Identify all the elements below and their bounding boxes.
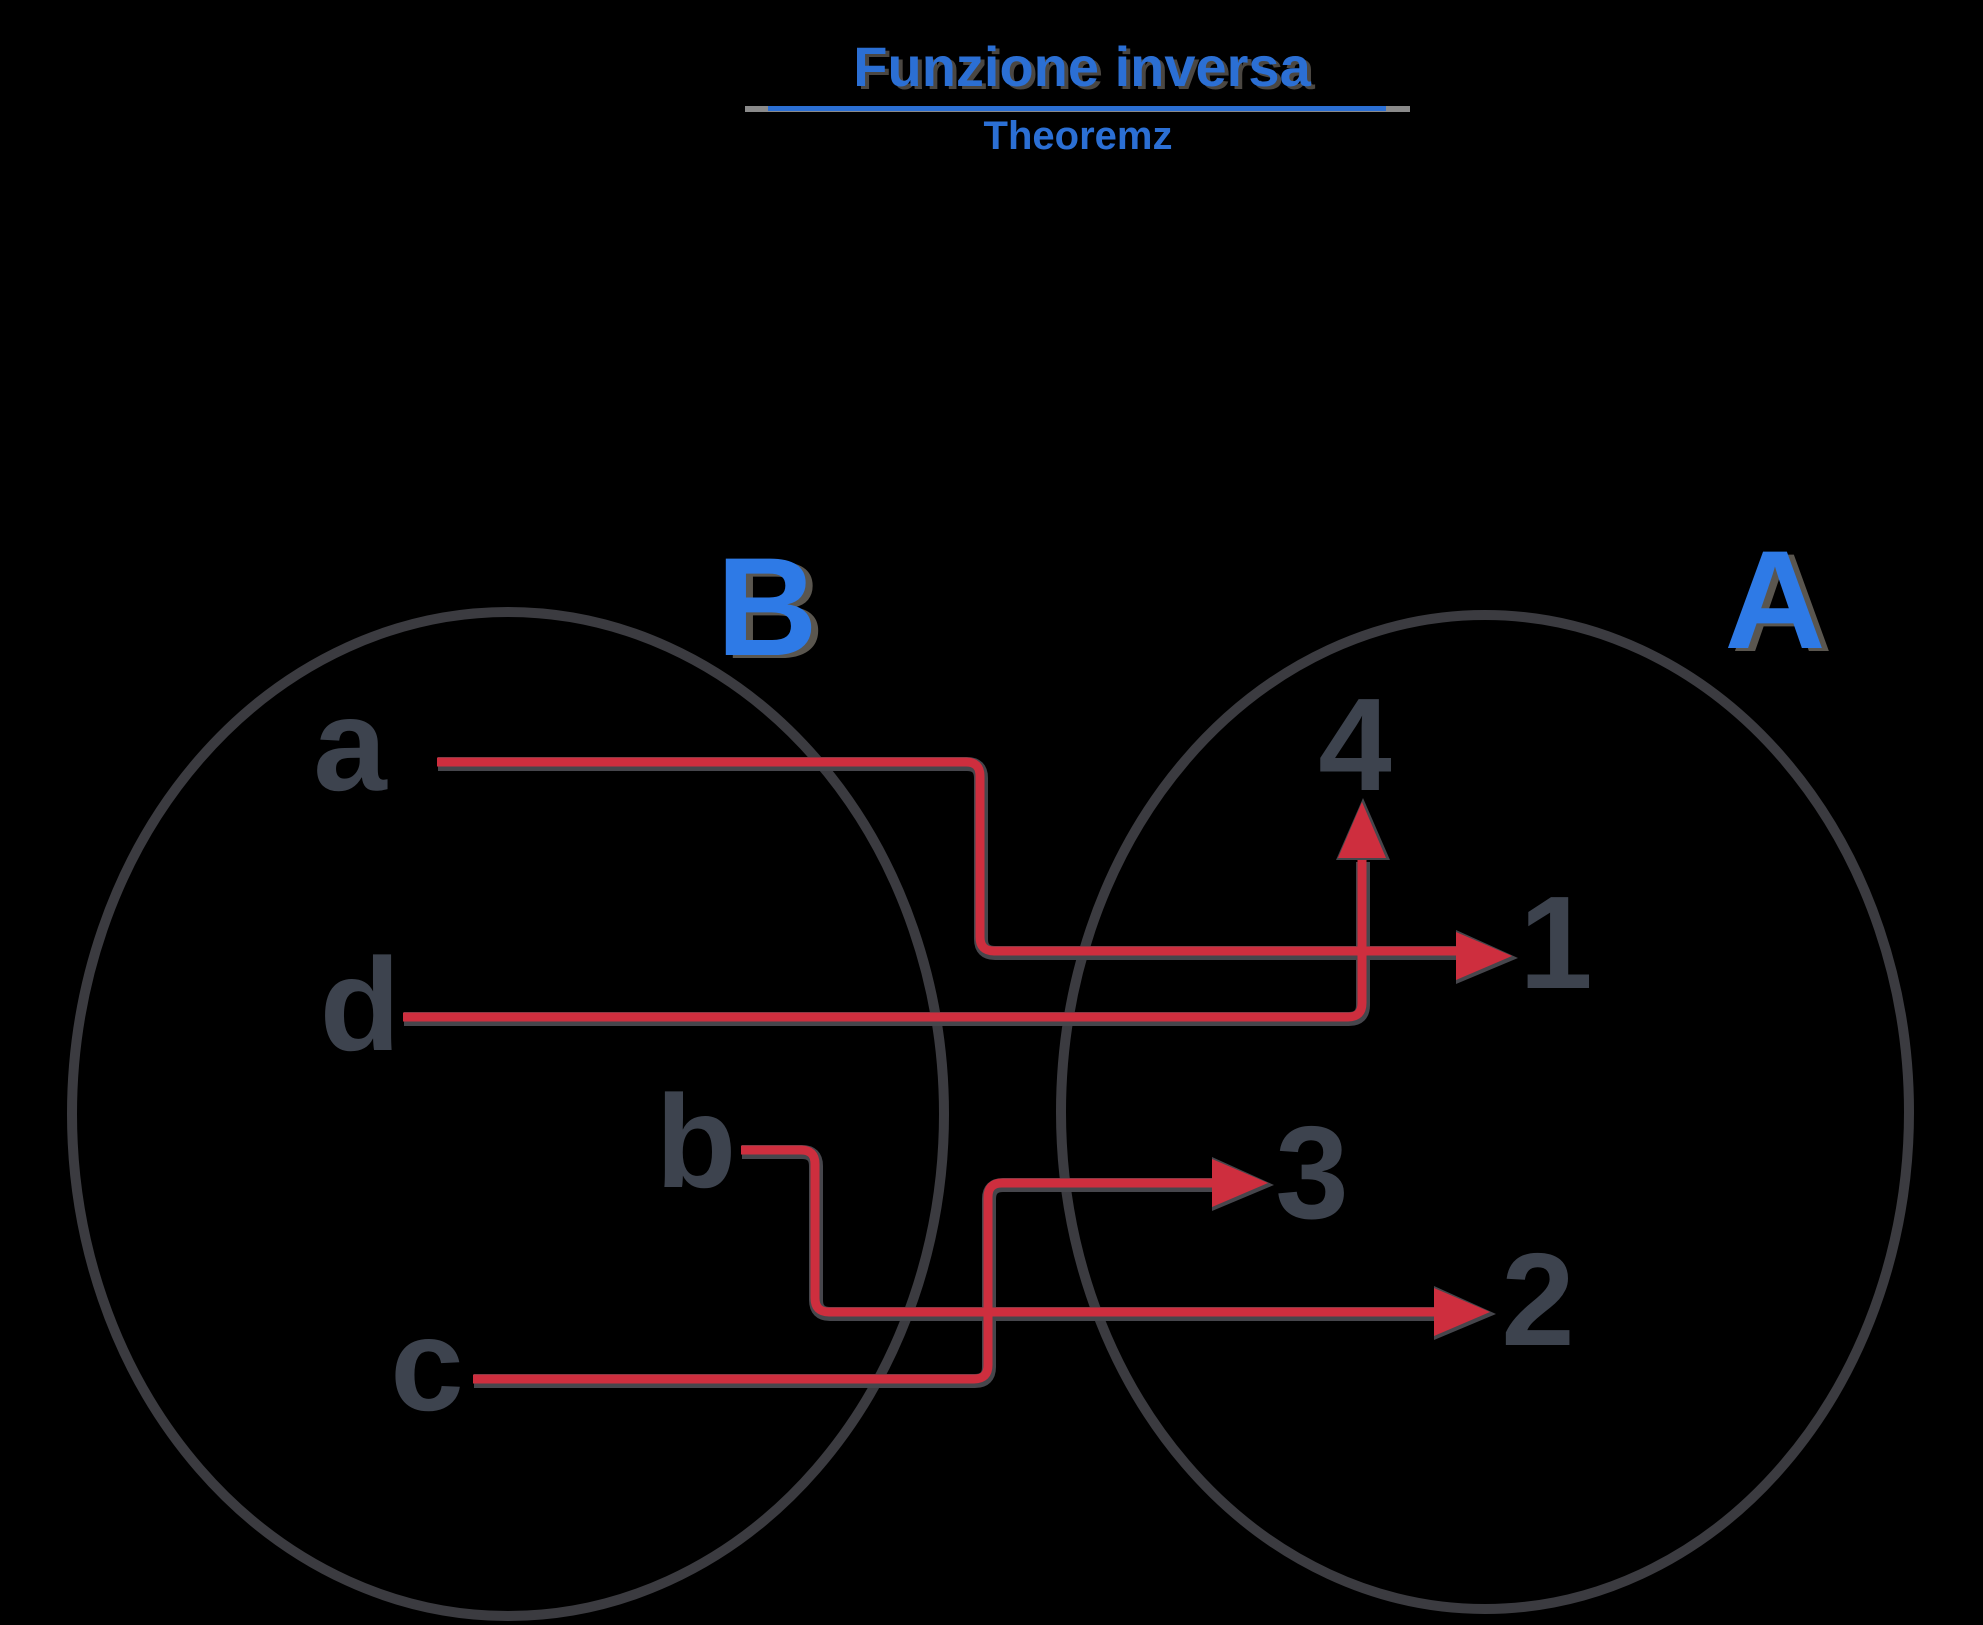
set-b-ellipse <box>67 607 949 1621</box>
arrowhead-1 <box>1456 932 1512 980</box>
set-b-label-shadow: B <box>723 531 824 688</box>
arrow-d-to-4-shadow <box>404 862 1370 1026</box>
element-b-label: b <box>656 1068 737 1215</box>
arrows <box>403 757 1512 1384</box>
element-1-label: 1 <box>1519 869 1592 1016</box>
element-4-label: 4 <box>1318 671 1391 818</box>
arrowhead-3 <box>1212 1159 1268 1207</box>
element-3-label: 3 <box>1275 1099 1348 1246</box>
arrowhead-2 <box>1434 1288 1490 1336</box>
element-d-label: d <box>320 931 401 1078</box>
set-a-label-shadow: A <box>1731 524 1832 681</box>
page-title: Funzione inversa <box>853 35 1311 98</box>
arrow-a-to-1-shadow <box>438 757 1459 960</box>
set-b-label: B <box>716 528 817 685</box>
arrow-c-to-3 <box>473 1178 1214 1384</box>
set-a-label: A <box>1724 521 1825 678</box>
element-c-label: c <box>390 1291 463 1438</box>
arrow-d-to-4 <box>403 860 1367 1022</box>
arrowhead-4 <box>1338 802 1386 858</box>
arrow-b-to-2 <box>741 1145 1436 1317</box>
element-2-label: 2 <box>1501 1226 1574 1373</box>
title-underline <box>768 106 1386 111</box>
page-title-shadow: Funzione inversa <box>857 38 1315 101</box>
element-a-label: a <box>313 671 388 818</box>
page-subtitle: Theoremz <box>984 114 1173 158</box>
arrow-a-to-1 <box>437 757 1458 956</box>
set-a-ellipse <box>1056 610 1914 1614</box>
arrow-c-to-3-shadow <box>474 1178 1215 1388</box>
